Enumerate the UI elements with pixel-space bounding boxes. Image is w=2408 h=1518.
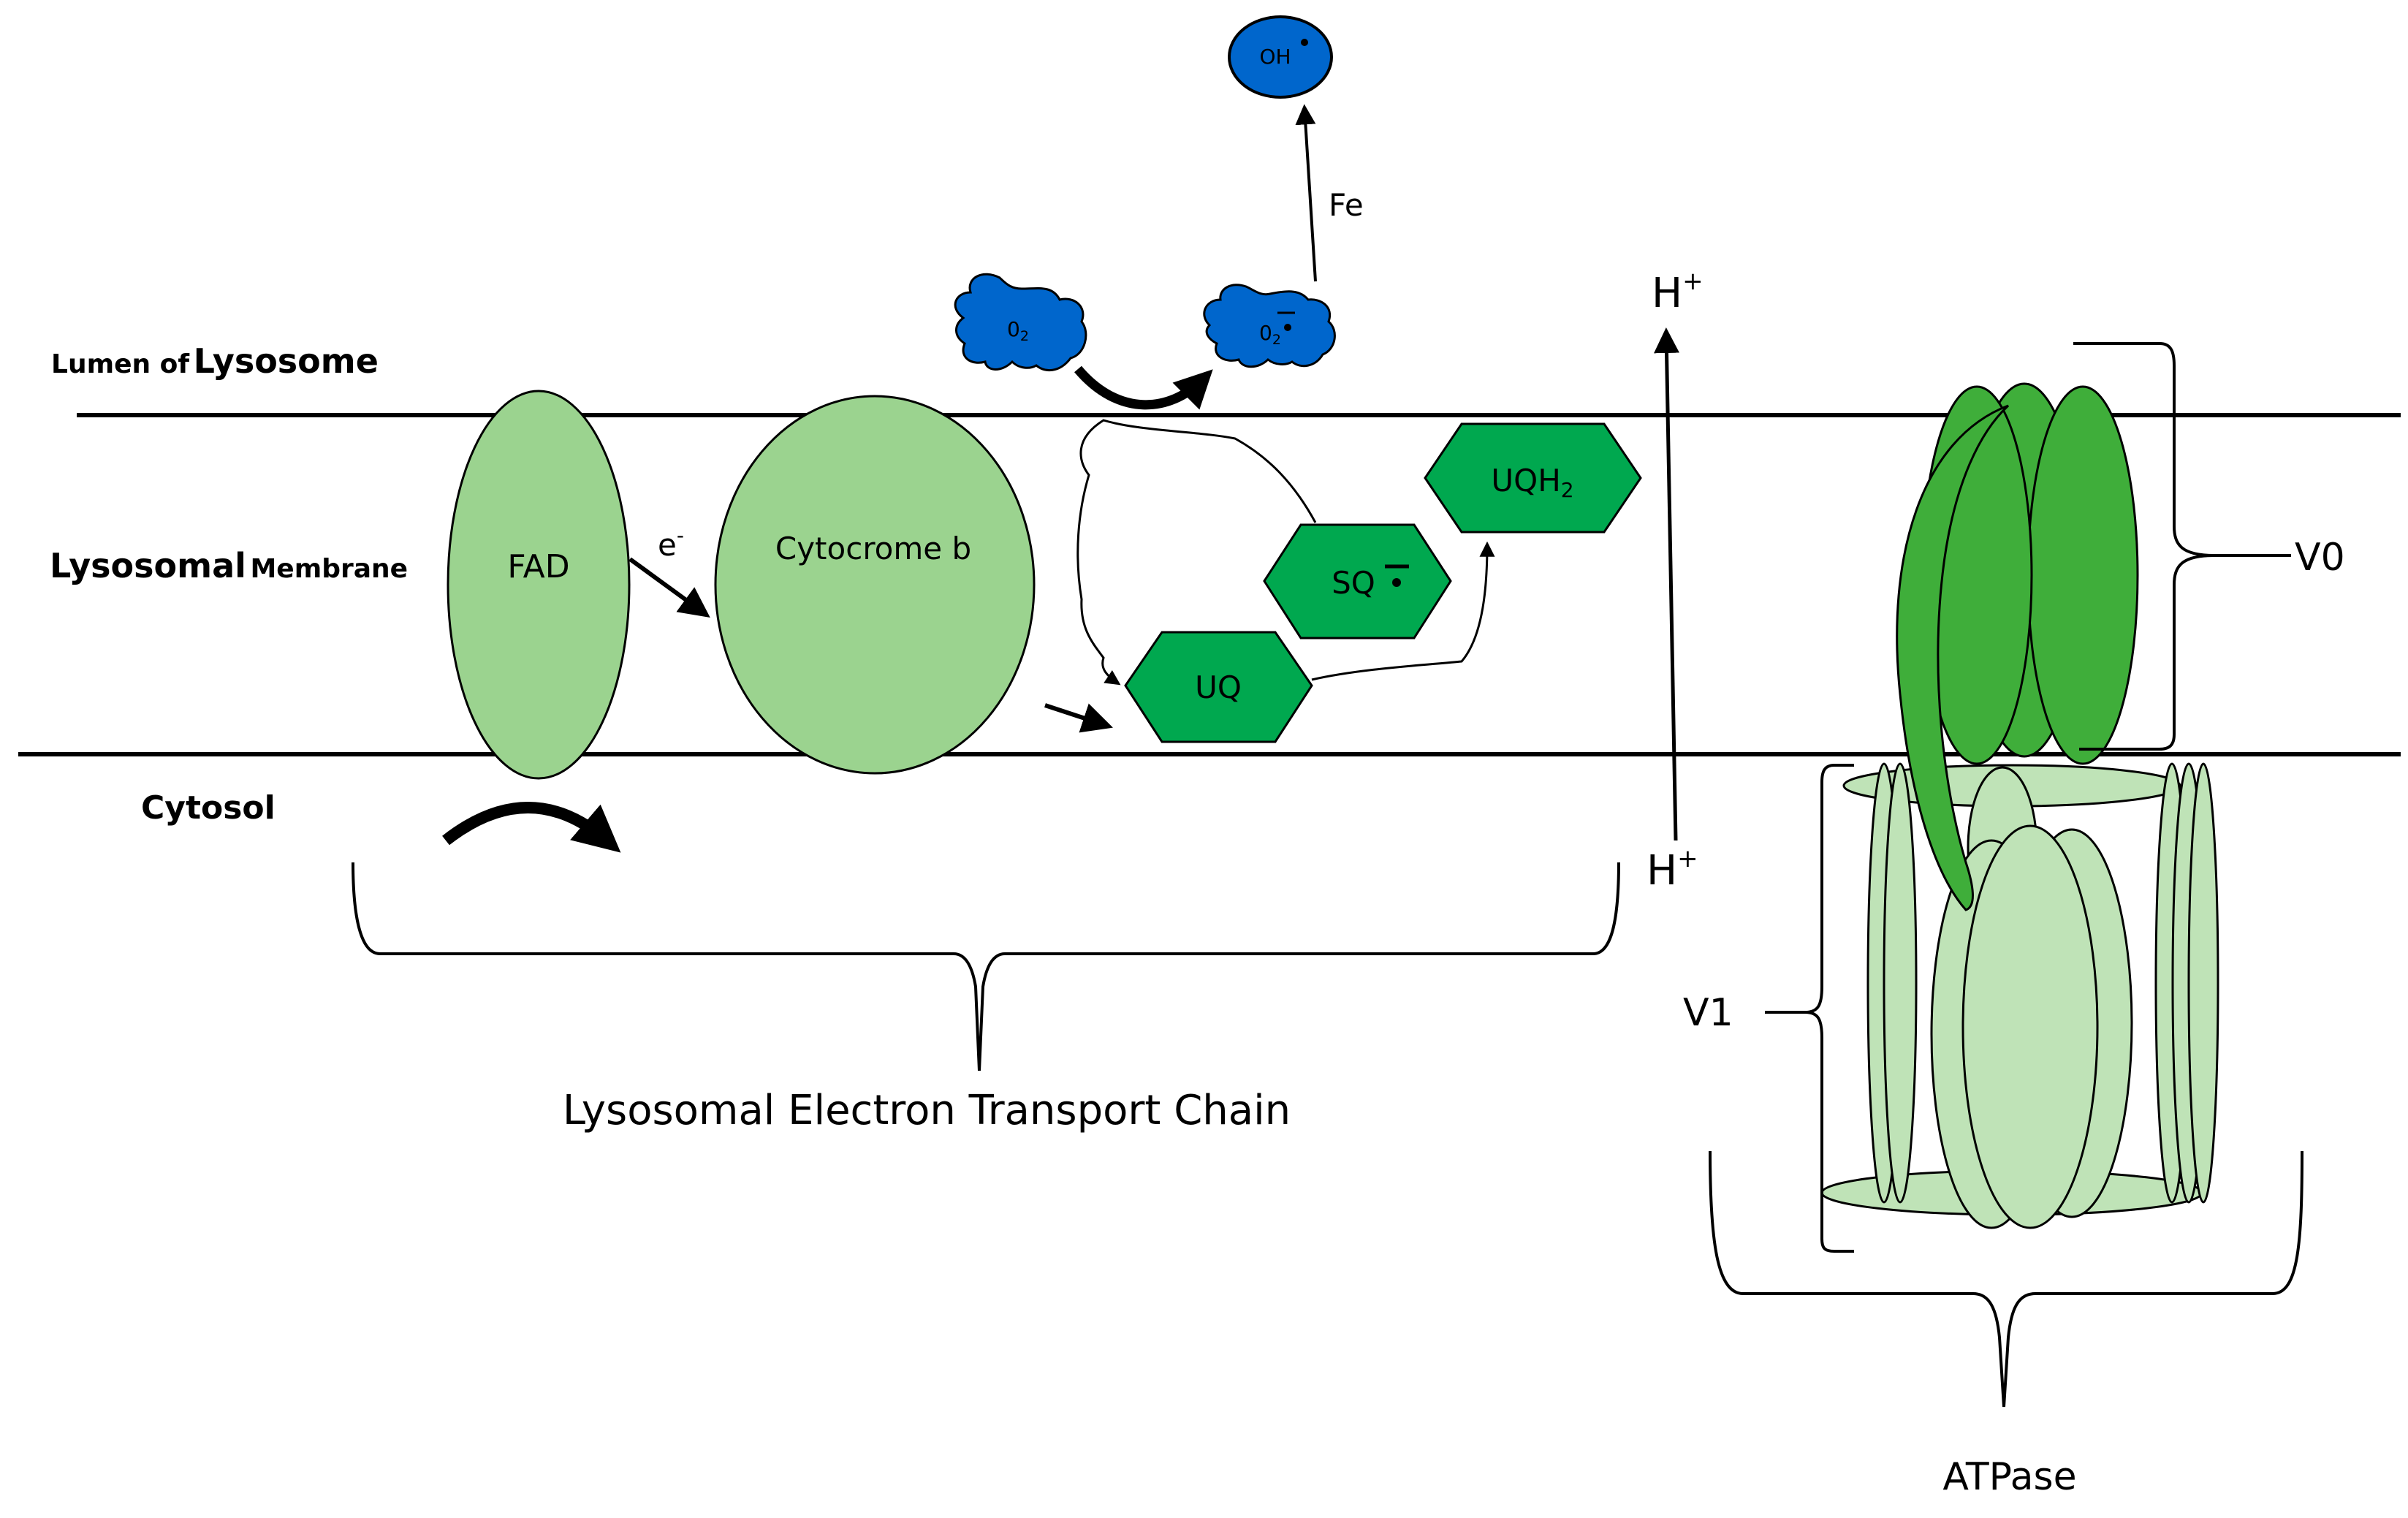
superoxide-label: 02 (1259, 321, 1281, 348)
v0-label: V0 (2295, 536, 2345, 580)
o2-blob (954, 273, 1087, 372)
uq-input-arrow (1044, 703, 1113, 733)
hydroxyl-label: OH (1259, 45, 1291, 69)
cytochrome-b-label: Cytocrome b (775, 531, 971, 566)
v1-label: V1 (1683, 991, 1733, 1035)
electron-label: e- (658, 523, 684, 563)
v1-subunit-center (1961, 824, 2099, 1229)
proton-bottom-label: H+ (1647, 844, 1698, 895)
atpase-label: ATPase (1942, 1455, 2076, 1499)
hydroxyl-ellipse (1228, 15, 1333, 99)
v1-bracket (1765, 764, 1854, 1253)
atpase-bracket (1709, 1150, 2303, 1408)
v0-stator-arm (1896, 404, 2010, 911)
sq-radical-dot (1392, 578, 1401, 587)
uq-hexagon (1124, 631, 1313, 743)
o2-to-superoxide-arrow (1074, 365, 1213, 410)
uq-to-uqh2-arrow (1311, 541, 1495, 681)
proton-top-label: H+ (1652, 267, 1704, 317)
hydroxyl-radical-dot (1301, 39, 1308, 46)
superoxide-blob (1203, 284, 1336, 368)
proton-arrow (1654, 327, 1680, 841)
sq-label: SQ (1332, 565, 1375, 601)
sq-to-uq-loop-arrow (1076, 419, 1317, 686)
etc-label: Lysosomal Electron Transport Chain (563, 1087, 1291, 1134)
v1-right-pillar-3 (2187, 762, 2219, 1204)
superoxide-radical-dot (1284, 324, 1291, 331)
o2-label: 02 (1007, 317, 1029, 344)
uqh2-label: UQH2 (1491, 463, 1573, 502)
electron-arrow (628, 557, 710, 618)
fe-arrow (1295, 104, 1317, 282)
uq-label: UQ (1195, 669, 1242, 705)
cytosol-curved-arrow (442, 802, 621, 853)
sq-hexagon (1263, 523, 1452, 640)
etc-bracket (352, 862, 1620, 1071)
cytosol-label: Cytosol (141, 789, 276, 827)
fe-label: Fe (1329, 187, 1364, 223)
lumen-label: Lumen of Lysosome (51, 341, 379, 381)
v1-left-pillar-2 (1883, 762, 1918, 1204)
membrane-label: Lysosomal Membrane (50, 546, 408, 585)
fad-label: FAD (507, 548, 569, 585)
cytochrome-b-ellipse (714, 395, 1036, 775)
v0-subunit-right (2027, 385, 2139, 765)
v0-bracket (2073, 342, 2291, 751)
fad-ellipse (447, 390, 631, 780)
uqh2-hexagon (1424, 422, 1642, 534)
